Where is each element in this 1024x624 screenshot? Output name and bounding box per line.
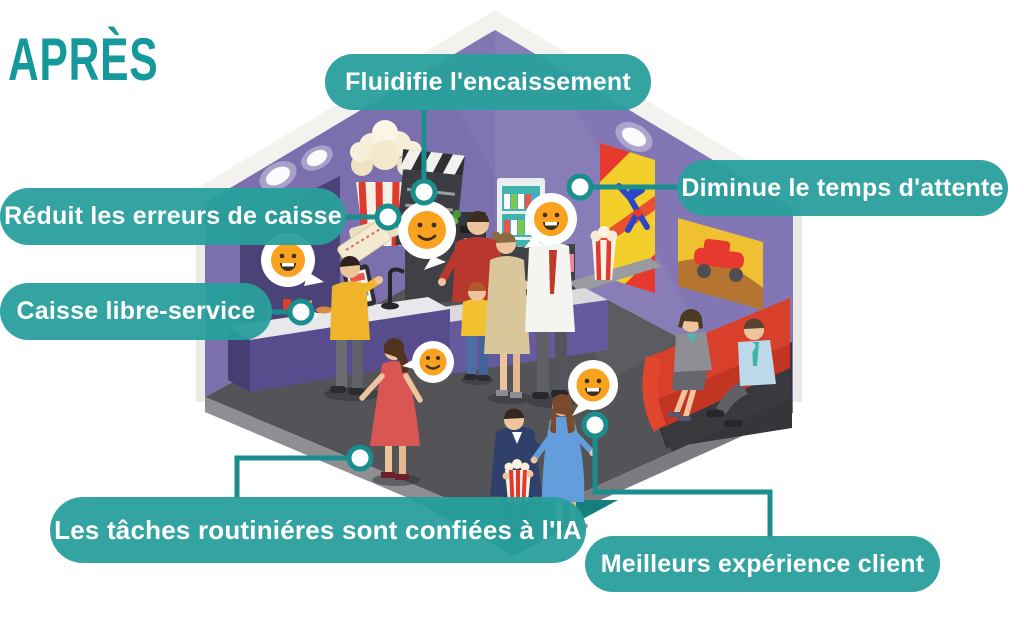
smiley-happy-icon [261, 233, 324, 287]
pickup-shelf [568, 226, 662, 292]
connector-dot [287, 298, 315, 326]
right-wall-edge [793, 196, 802, 402]
connector-dot [566, 173, 594, 201]
person-sofa-woman [668, 309, 712, 421]
callout-meilleurs-experience-client: Meilleurs expérience client [585, 536, 940, 592]
person-red-dress [359, 338, 423, 486]
person-child [461, 282, 493, 385]
poster-car [678, 218, 763, 310]
connector-dot [374, 203, 402, 231]
callout-diminue-temps-attente: Diminue le temps d'attente [677, 160, 1008, 216]
connector-dot [581, 411, 609, 439]
person-sofa-man [706, 318, 776, 427]
page-title: APRÈS [8, 25, 159, 94]
callout-taches-routinieres-ia: Les tâches routiniéres sont confiées à l… [50, 497, 586, 563]
smiley-happy-icon [524, 193, 577, 248]
smiley-wink-icon [398, 201, 456, 270]
connector-line-taches [234, 455, 350, 499]
connector-line-meilleurs [592, 435, 773, 538]
roof-edge [185, 10, 805, 210]
callout-caisse-libre-service: Caisse libre-service [0, 283, 272, 340]
connector-dot [346, 444, 374, 472]
smiley-smile-icon [402, 341, 454, 383]
smiley-happy-icon [568, 360, 618, 416]
connector-dot [410, 178, 438, 206]
callout-reduit-erreurs-caisse: Réduit les erreurs de caisse [0, 188, 346, 245]
ceiling-lights [259, 122, 717, 191]
callout-fluidifie-encaissement: Fluidifie l'encaissement [325, 54, 651, 110]
